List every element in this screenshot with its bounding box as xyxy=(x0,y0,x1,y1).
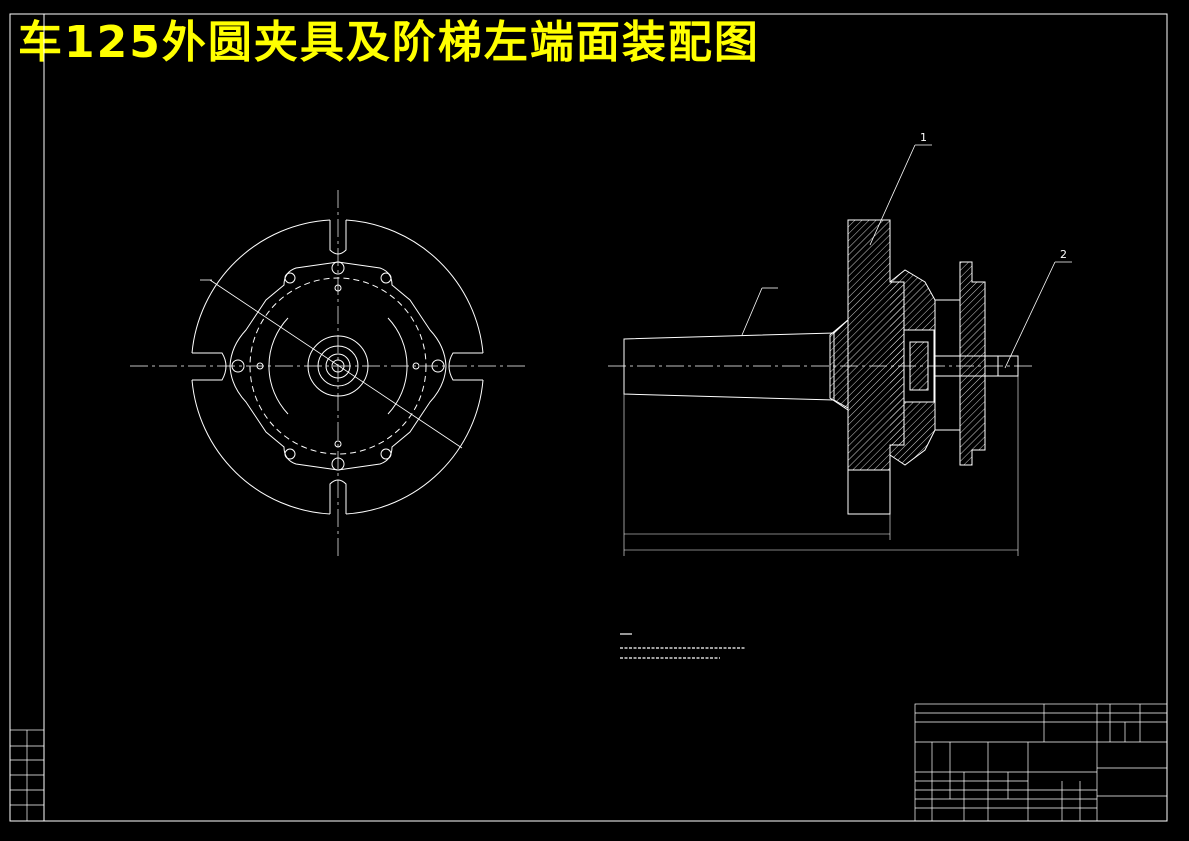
section-view xyxy=(608,144,1072,556)
balloon-2: 2 xyxy=(1060,248,1067,261)
title-block xyxy=(914,703,1168,822)
balloon-1: 1 xyxy=(920,131,927,144)
technical-notes xyxy=(620,633,745,659)
end-view xyxy=(130,190,525,560)
side-strip xyxy=(9,729,45,822)
sheet-border xyxy=(9,13,1168,822)
drawing-title: 车125外圆夹具及阶梯左端面装配图 xyxy=(18,17,760,68)
